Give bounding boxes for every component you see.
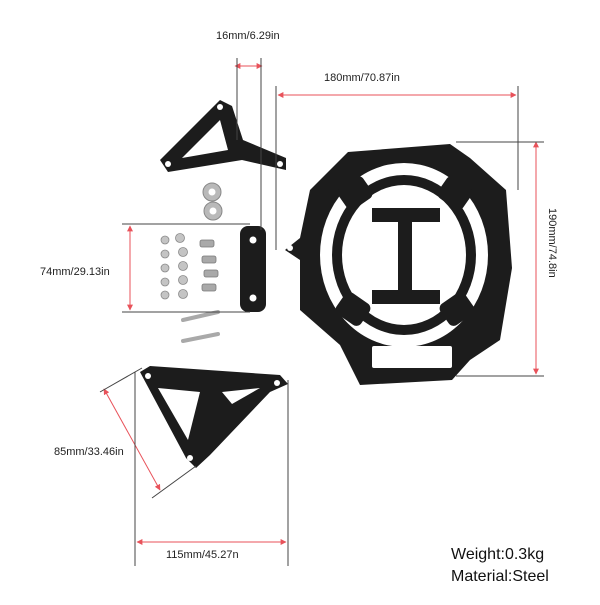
grill-guard xyxy=(285,144,512,385)
bracket-height-label: 85mm/33.46in xyxy=(54,446,124,458)
bracket-width-label: 115mm/45.27n xyxy=(166,549,239,561)
dimension-lines xyxy=(99,58,544,566)
material-spec: Material:Steel xyxy=(451,568,549,585)
grill-height-label: 190mm/74.8in xyxy=(546,208,558,278)
bracket-gap-label: 16mm/6.29in xyxy=(216,30,280,42)
hardware-kit xyxy=(160,182,223,343)
grill-width-label: 180mm/70.87in xyxy=(324,72,400,84)
bottom-bracket xyxy=(140,366,288,468)
top-bracket xyxy=(160,100,286,172)
weight-spec: Weight:0.3kg xyxy=(451,546,545,563)
strap xyxy=(240,226,266,312)
strap-length-label: 74mm/29.13in xyxy=(40,266,110,278)
